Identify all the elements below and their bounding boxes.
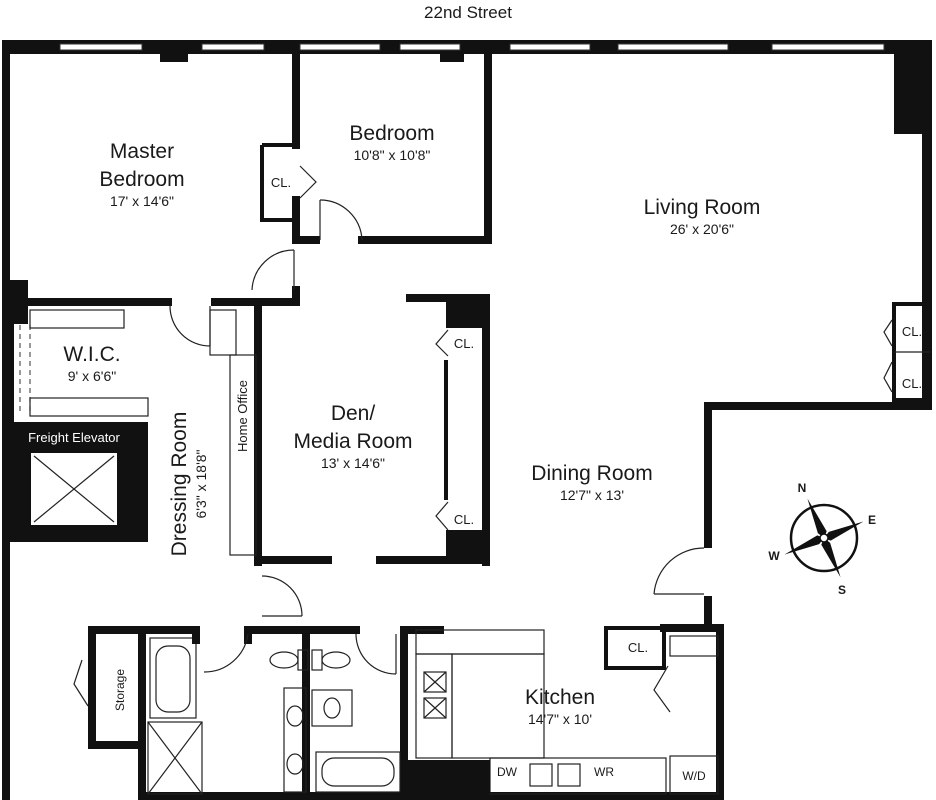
closet-label-living-bottom: CL. [902,376,922,391]
den-label-line2: Media Room [293,430,412,453]
street-label: 22nd Street [424,3,512,22]
compass-rose: N E S W [768,481,876,597]
compass-needle-north [807,498,827,538]
closet-label-bedroom: CL. [271,175,291,190]
compass-needle-south [821,538,841,578]
compass-needle-west [784,535,824,555]
dining-room-label: Dining Room [531,462,652,485]
den-dims: 13' x 14'6" [321,455,385,471]
closet-label-den-top: CL. [454,336,474,351]
kitchen-dims: 14'7" x 10' [528,711,592,727]
door-swings [73,165,893,713]
dressing-room-label: Dressing Room [168,412,191,557]
closet-label-living-top: CL. [902,324,922,339]
den-label-line1: Den/ [331,402,376,425]
dressing-room-dims: 6'3" x 18'8" [193,449,209,518]
dining-room-dims: 12'7" x 13' [560,487,624,503]
closet-label-den-bottom: CL. [454,512,474,527]
compass-w: W [768,549,780,563]
washer-dryer-label: W/D [682,769,706,783]
bedroom-label: Bedroom [349,122,434,145]
closet-labels: CL. CL. CL. CL. CL. CL. [271,175,922,655]
room-labels: Master Bedroom 17' x 14'6" Bedroom 10'8"… [28,122,760,727]
dishwasher-label: DW [497,765,518,779]
living-room-dims: 26' x 20'6" [670,221,734,237]
compass-n: N [798,481,807,495]
bedroom-dims: 10'8" x 10'8" [354,147,431,163]
wic-dims: 9' x 6'6" [68,368,116,384]
storage-label: Storage [113,669,127,711]
master-bedroom-label-line2: Bedroom [99,168,184,191]
living-room-label: Living Room [644,196,761,219]
compass-needle-east [824,521,864,541]
kitchen-label: Kitchen [525,686,595,709]
freight-elevator-label: Freight Elevator [28,430,120,445]
compass-s: S [838,583,846,597]
interior-walls [6,50,932,800]
closet-label-kitchen: CL. [628,640,648,655]
home-office-label: Home Office [235,380,250,452]
wine-refrigerator-label: WR [594,765,614,779]
compass-e: E [868,513,876,527]
appliance-labels: DW WR W/D [497,765,706,783]
master-bedroom-dims: 17' x 14'6" [110,193,174,209]
wic-label: W.I.C. [63,343,120,366]
master-bedroom-label-line1: Master [110,140,174,163]
